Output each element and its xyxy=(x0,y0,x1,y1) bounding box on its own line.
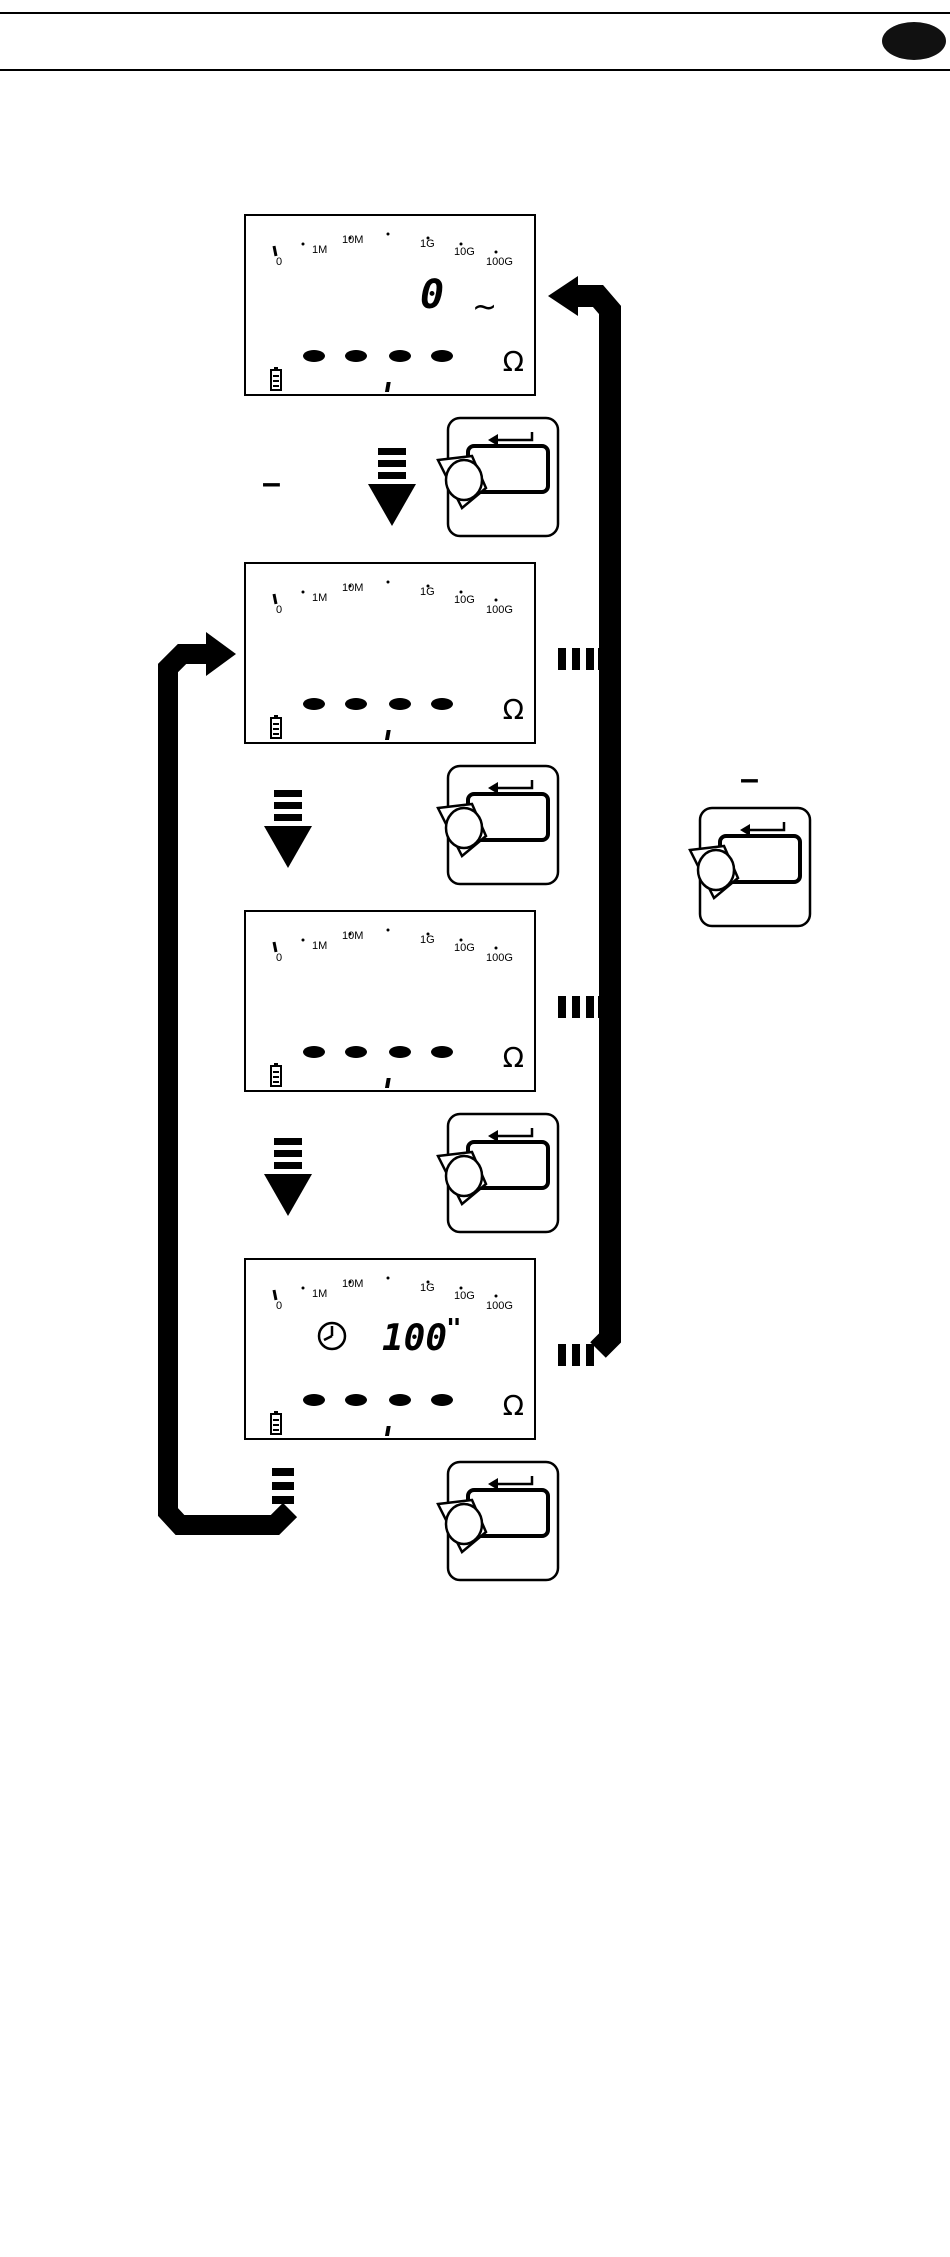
page-badge-icon xyxy=(882,22,946,60)
enter-key-press-icon-2 xyxy=(438,766,558,884)
enter-key-press-icon-1 xyxy=(438,418,558,536)
enter-key-press-icon-4 xyxy=(438,1462,558,1580)
enter-key-press-icon-3 xyxy=(438,1114,558,1232)
down-arrow-icon-2 xyxy=(264,790,312,868)
down-arrow-icon-1 xyxy=(368,448,416,526)
header-top-rule xyxy=(0,12,950,14)
down-arrow-icon-3 xyxy=(264,1138,312,1216)
right-minus-sign: – xyxy=(740,762,759,796)
left-minus-sign: – xyxy=(262,466,281,500)
enter-key-press-icon-5 xyxy=(690,808,810,926)
header-bottom-rule xyxy=(0,69,950,71)
left-loop-line xyxy=(168,632,294,1525)
flow-diagram xyxy=(0,200,950,1820)
